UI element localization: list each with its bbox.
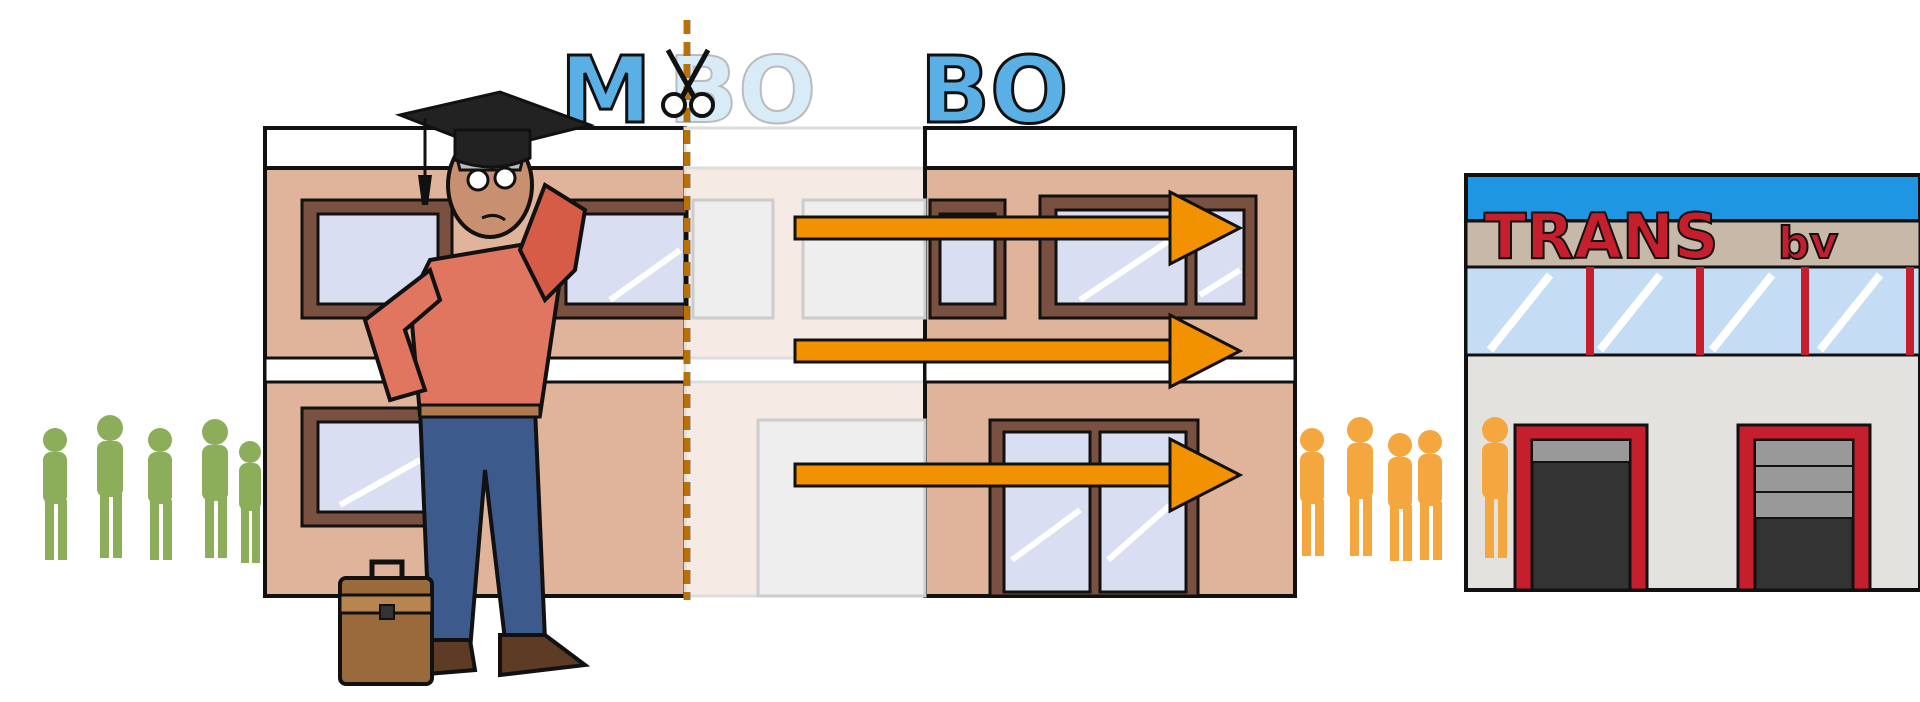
arrow-top	[793, 189, 1244, 267]
company-sign-suffix: bv	[1778, 218, 1838, 269]
garage-door-right	[1736, 423, 1872, 592]
school-sign-right: BO	[920, 37, 1068, 144]
arrows	[793, 189, 1244, 514]
school-sign: M BO BO	[559, 36, 1070, 146]
crowd-right	[1300, 417, 1508, 561]
scissors-icon	[661, 48, 715, 118]
company-sign: TRANS bv	[1483, 199, 1839, 274]
arrow-bottom	[793, 436, 1244, 514]
company-building	[1464, 173, 1920, 592]
arrow-middle	[793, 312, 1244, 390]
crowd-left	[43, 415, 261, 563]
company-sign-main: TRANS	[1484, 200, 1719, 273]
graduation-cap-icon	[394, 90, 596, 205]
briefcase-icon	[338, 559, 434, 686]
garage-door-left	[1513, 423, 1649, 592]
